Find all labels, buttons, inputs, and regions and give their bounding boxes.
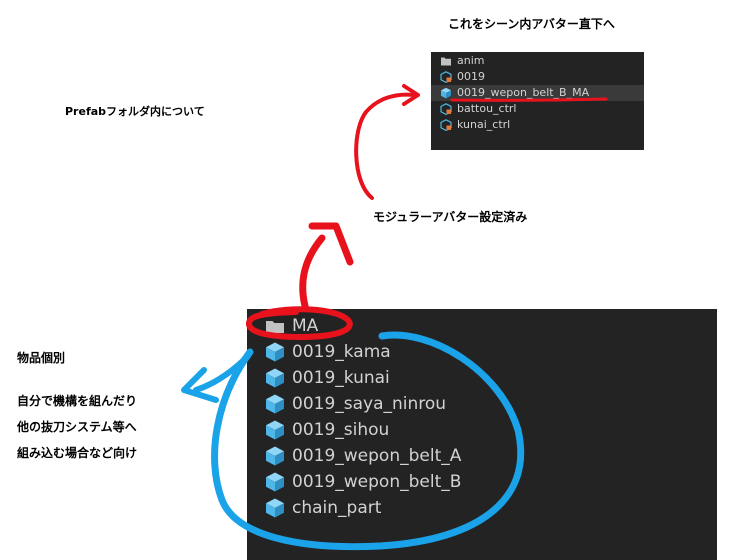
list-item-label: 0019_wepon_belt_B	[292, 472, 462, 492]
description-line: 組み込む場合など向け	[17, 446, 138, 460]
prefab-icon	[264, 445, 286, 467]
list-item-0019[interactable]: 0019	[440, 69, 485, 85]
description-line: 他の抜刀システム等へ	[17, 420, 137, 434]
prefab-icon	[264, 341, 286, 363]
list-item-label: 0019	[457, 70, 485, 83]
list-item-kunai-ctrl[interactable]: kunai_ctrl	[440, 117, 510, 133]
list-item-label: anim	[457, 54, 485, 67]
top-project-panel: anim 0019 0019_wepon_belt_B_MA battou_ct…	[431, 52, 644, 150]
list-item-chain-part[interactable]: chain_part	[264, 496, 381, 520]
list-item-label: 0019_sihou	[292, 420, 390, 440]
folder-icon	[440, 55, 452, 67]
prefab-variant-icon	[440, 71, 452, 84]
list-item-0019-sihou[interactable]: 0019_sihou	[264, 418, 389, 442]
bottom-project-panel: MA 0019_kama 0019_kunai 0019_saya_ninrou…	[247, 309, 717, 560]
individual-description: 自分で機構を組んだり 他の抜刀システム等へ 組み込む場合など向け	[17, 388, 137, 466]
prefab-icon	[264, 497, 286, 519]
list-item-ma-folder[interactable]: MA	[264, 314, 318, 338]
prefab-variant-icon	[440, 119, 452, 132]
blue-arrowhead	[181, 367, 219, 403]
list-item-label: 0019_kama	[292, 342, 391, 362]
list-item-0019-saya-ninrou[interactable]: 0019_saya_ninrou	[264, 392, 446, 416]
red-curve-arrow	[354, 92, 416, 200]
list-item-label: 0019_kunai	[292, 368, 390, 388]
prefab-icon	[264, 471, 286, 493]
list-item-0019-wepon-belt-b-ma[interactable]: 0019_wepon_belt_B_MA	[431, 85, 644, 101]
folder-icon	[264, 315, 286, 337]
list-item-0019-wepon-belt-b[interactable]: 0019_wepon_belt_B	[264, 470, 461, 494]
prefab-icon	[264, 419, 286, 441]
prefab-variant-icon	[440, 103, 452, 116]
modular-note: モジュラーアバター設定済み	[373, 210, 528, 224]
top-instruction: これをシーン内アバター直下へ	[448, 17, 615, 31]
individual-label: 物品個別	[17, 351, 66, 365]
list-item-anim[interactable]: anim	[440, 53, 484, 69]
list-item-label: MA	[292, 316, 319, 336]
prefab-icon	[440, 87, 452, 99]
prefab-heading: Prefabフォルダ内について	[65, 105, 205, 118]
description-line: 自分で機構を組んだり	[17, 394, 138, 408]
list-item-0019-kama[interactable]: 0019_kama	[264, 340, 391, 364]
list-item-0019-kunai[interactable]: 0019_kunai	[264, 366, 390, 390]
list-item-label: 0019_saya_ninrou	[292, 394, 447, 414]
red-arrowhead-mid	[308, 222, 354, 266]
list-item-label: battou_ctrl	[457, 102, 517, 115]
list-item-battou-ctrl[interactable]: battou_ctrl	[440, 101, 517, 117]
blue-arrow-line	[193, 353, 251, 393]
red-arrowhead-top	[402, 84, 420, 106]
list-item-0019-wepon-belt-a[interactable]: 0019_wepon_belt_A	[264, 444, 461, 468]
list-item-label: 0019_wepon_belt_A	[292, 446, 462, 466]
list-item-label: kunai_ctrl	[457, 118, 511, 131]
prefab-icon	[264, 367, 286, 389]
prefab-icon	[264, 393, 286, 415]
red-up-arrow	[299, 234, 326, 310]
list-item-label: 0019_wepon_belt_B_MA	[457, 86, 590, 99]
list-item-label: chain_part	[292, 498, 382, 518]
